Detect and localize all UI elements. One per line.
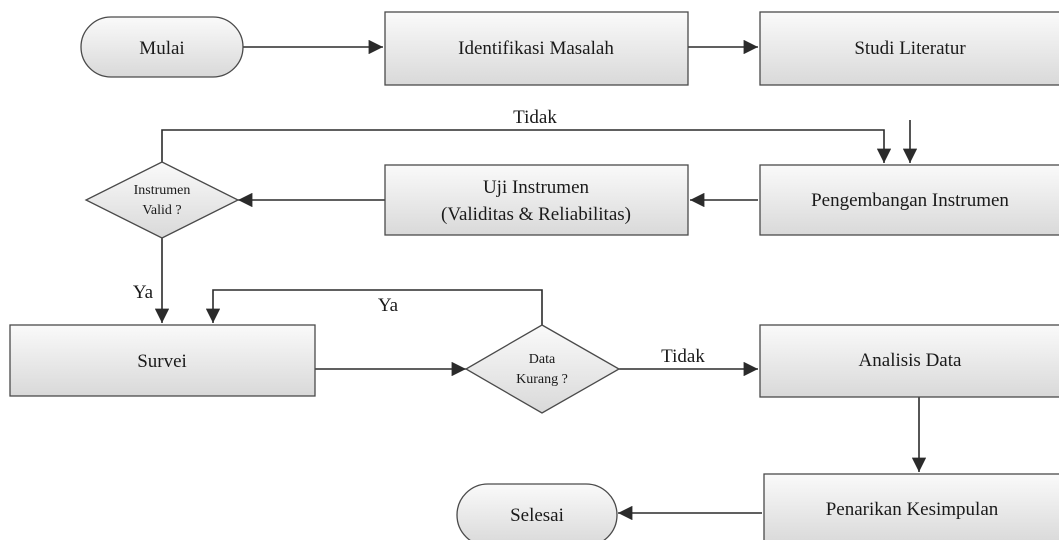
decision-valid-label-line1: Instrumen [134, 183, 191, 198]
edge-label-ya-loop: Ya [378, 295, 399, 316]
node-uji-label-line1: Uji Instrumen [483, 177, 590, 198]
edge-label-tidak-right: Tidak [661, 346, 705, 367]
edges [154, 39, 927, 521]
edge-valid-tidak-loop [161, 129, 892, 163]
node-uji-instrumen: Uji Instrumen (Validitas & Reliabilitas) [384, 164, 689, 236]
node-analisis-data: Analisis Data [759, 324, 1059, 398]
node-mulai: Mulai [80, 16, 244, 78]
decision-data-kurang: Data Kurang ? [464, 324, 621, 414]
node-penarikan-label: Penarikan Kesimpulan [826, 499, 999, 520]
node-penarikan-kesimpulan: Penarikan Kesimpulan [763, 473, 1059, 540]
node-survei: Survei [9, 324, 316, 397]
node-survei-label: Survei [137, 351, 187, 372]
node-mulai-label: Mulai [139, 38, 184, 59]
edge-kurang-ya-loop [205, 289, 543, 325]
node-identifikasi-label: Identifikasi Masalah [458, 38, 614, 59]
node-identifikasi-masalah: Identifikasi Masalah [384, 11, 689, 86]
node-pengembangan-label: Pengembangan Instrumen [811, 190, 1009, 211]
decision-kurang-label-line1: Data [529, 352, 556, 367]
decision-instrumen-valid: Instrumen Valid ? [84, 161, 240, 239]
node-studi-literatur: Studi Literatur [759, 11, 1059, 86]
node-selesai: Selesai [456, 483, 618, 540]
decision-valid-label-line2: Valid ? [142, 203, 181, 218]
edge-label-tidak-top: Tidak [513, 107, 557, 128]
edge-label-ya-left: Ya [133, 282, 154, 303]
node-selesai-label: Selesai [510, 505, 564, 526]
node-studi-label: Studi Literatur [854, 38, 966, 59]
node-analisis-label: Analisis Data [859, 350, 962, 371]
decision-kurang-label-line2: Kurang ? [516, 372, 568, 387]
node-uji-label-line2: (Validitas & Reliabilitas) [441, 204, 631, 225]
node-pengembangan-instrumen: Pengembangan Instrumen [759, 164, 1059, 236]
